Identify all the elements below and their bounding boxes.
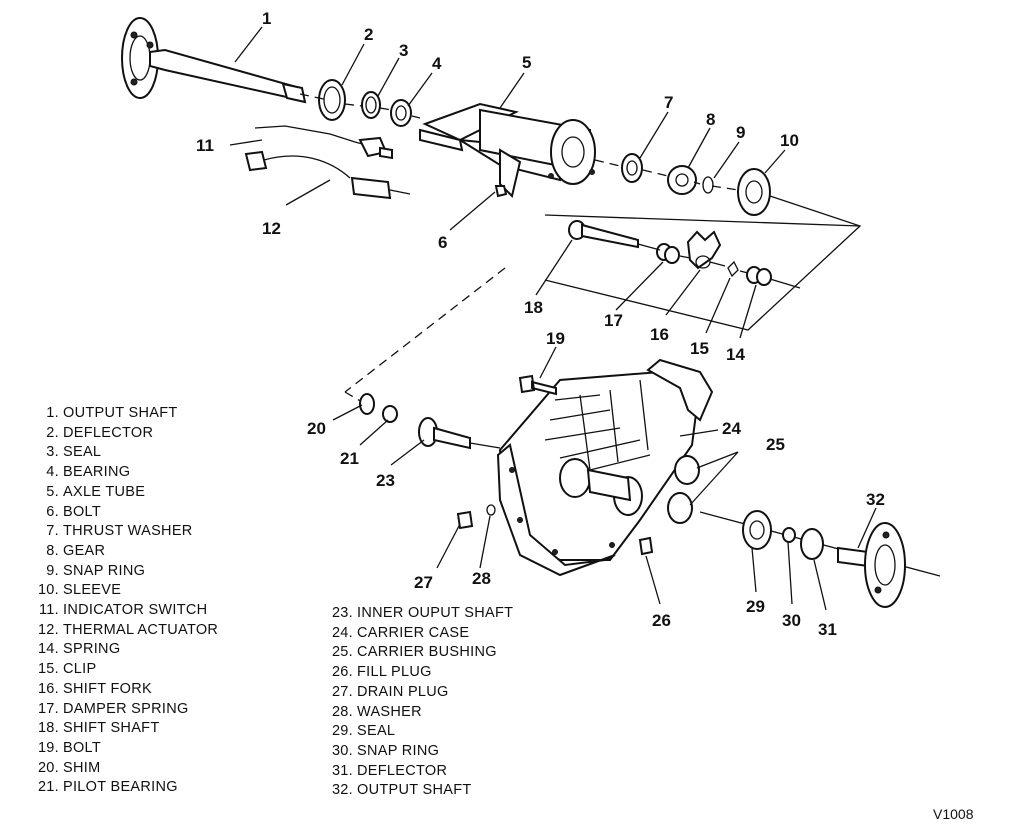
legend-item: 3.SEAL (46, 444, 102, 461)
carrier-bushing-upper (674, 455, 700, 485)
callout-3: 3 (399, 41, 408, 60)
callout-2: 2 (364, 25, 373, 44)
callout-14: 14 (726, 345, 745, 364)
callout-10: 10 (780, 131, 799, 150)
legend-item: 23.INNER OUPUT SHAFT (331, 605, 514, 621)
legend-item: 31.DEFLECTOR (331, 762, 448, 779)
legend-item: 6.BOLT (46, 503, 101, 520)
centerline-lower (344, 267, 506, 403)
callout-24: 24 (722, 419, 741, 438)
legend-item: 20.SHIM (37, 759, 101, 776)
legend-item: 16.SHIFT FORK (37, 680, 152, 697)
legend-item: 10.SLEEVE (37, 582, 122, 599)
callout-26: 26 (652, 611, 671, 630)
callout-19: 19 (546, 329, 565, 348)
carrier-case (496, 358, 714, 577)
callout-5: 5 (522, 53, 531, 72)
carrier-bushing-lower (667, 492, 693, 524)
callout-25: 25 (766, 435, 785, 454)
callout-labels: 1 2 3 4 5 6 7 8 9 10 11 12 18 17 16 15 1… (196, 9, 885, 639)
axle-tube (419, 102, 596, 198)
legend-item: 17.DAMPER SPRING (37, 700, 189, 717)
callout-27: 27 (414, 573, 433, 592)
gear-group (621, 153, 771, 216)
legend-item: 19.BOLT (37, 739, 101, 756)
callout-15: 15 (690, 339, 709, 358)
callout-31: 31 (818, 620, 837, 639)
legend-item: 9.SNAP RING (46, 562, 146, 579)
callout-18: 18 (524, 298, 543, 317)
bolt-6 (494, 185, 508, 198)
legend-item: 11.INDICATOR SWITCH (39, 602, 208, 619)
legend-item: 15.CLIP (37, 661, 97, 678)
callout-32: 32 (866, 490, 885, 509)
right-output-group (699, 510, 941, 608)
parts-legend-left: 1.OUTPUT SHAFT 2.DEFLECTOR 3.SEAL 4.BEAR… (36, 404, 218, 798)
callout-1: 1 (262, 9, 271, 28)
legend-item: 4.BEARING (46, 464, 131, 481)
centerline-upper (299, 93, 739, 191)
legend-item: 5.AXLE TUBE (46, 483, 146, 500)
legend-item: 28.WASHER (331, 703, 422, 720)
callout-28: 28 (472, 569, 491, 588)
washer-28 (486, 504, 496, 516)
callout-7: 7 (664, 93, 673, 112)
parts-legend-right: 23.INNER OUPUT SHAFT 24.CARRIER CASE 25.… (330, 604, 513, 801)
legend-item: 14.SPRING (37, 641, 121, 658)
legend-item: 26.FILL PLUG (331, 664, 432, 681)
callout-17: 17 (604, 311, 623, 330)
bolt-19 (518, 374, 557, 396)
legend-item: 12.THERMAL ACTUATOR (37, 621, 219, 638)
shift-axis (637, 243, 801, 289)
legend-item: 32.OUTPUT SHAFT (331, 782, 472, 799)
callout-12: 12 (262, 219, 281, 238)
deflector-seal-bearing (318, 79, 412, 127)
figure-code: V1008 (933, 806, 974, 822)
legend-item: 7.THRUST WASHER (46, 523, 193, 540)
drain-plug (456, 510, 474, 530)
legend-item: 8.GEAR (46, 542, 106, 559)
callout-23: 23 (376, 471, 395, 490)
legend-item: 27.DRAIN PLUG (331, 683, 449, 700)
callout-6: 6 (438, 233, 447, 252)
legend-item: 29.SEAL (331, 723, 396, 740)
callout-21: 21 (340, 449, 359, 468)
leader-lines (229, 26, 877, 611)
callout-4: 4 (432, 54, 442, 73)
legend-item: 2.DEFLECTOR (46, 424, 154, 441)
output-shaft-left (121, 17, 307, 104)
switch-and-actuator (244, 125, 411, 200)
fill-plug (638, 536, 654, 556)
legend-item: 21.PILOT BEARING (37, 779, 178, 796)
callout-20: 20 (307, 419, 326, 438)
legend-item: 1.OUTPUT SHAFT (46, 405, 178, 421)
callout-9: 9 (736, 123, 745, 142)
callout-16: 16 (650, 325, 669, 344)
callout-30: 30 (782, 611, 801, 630)
legend-item: 30.SNAP RING (331, 742, 440, 759)
callout-29: 29 (746, 597, 765, 616)
leader-upper-frame (544, 195, 862, 331)
legend-item: 25.CARRIER BUSHING (331, 644, 497, 661)
legend-item: 24.CARRIER CASE (331, 624, 470, 641)
inner-shaft-group (359, 393, 501, 450)
callout-8: 8 (706, 110, 715, 129)
shift-group (568, 220, 772, 286)
legend-item: 18.SHIFT SHAFT (37, 720, 160, 737)
callout-11: 11 (196, 136, 214, 155)
